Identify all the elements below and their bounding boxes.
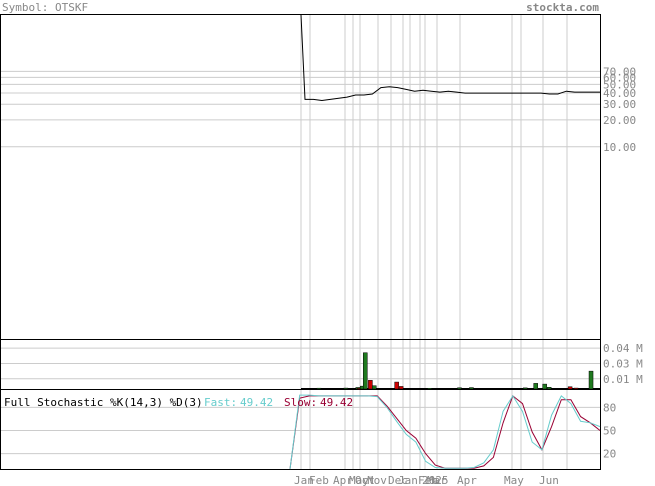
x-tick-label: Apr [333, 474, 353, 486]
volume-bar [343, 387, 349, 390]
slow-label: Slow: [284, 396, 317, 409]
volume-bar [394, 381, 399, 390]
volume-bars [301, 352, 600, 390]
x-tick-label: May [504, 474, 524, 486]
price-tick-label: 20.00 [603, 114, 636, 127]
fast-value: 49.42 [240, 396, 273, 409]
price-grid [1, 15, 600, 339]
stochastic-tick-label: 80 [603, 401, 616, 414]
volume-bar [398, 386, 404, 390]
price-tick-label: 40.00 [603, 87, 636, 100]
volume-bar [523, 387, 528, 390]
x-tick-label: Jun [539, 474, 559, 486]
volume-bar [372, 385, 377, 390]
stochastic-tick-label: 20 [603, 448, 616, 461]
x-tick-label: Feb [418, 474, 438, 486]
stochastic-tick-label: 50 [603, 425, 616, 438]
volume-tick-label: 0.04 M [603, 342, 643, 355]
x-tick-label: Dec [388, 474, 408, 486]
volume-grid [1, 340, 600, 389]
volume-bar [469, 387, 474, 390]
volume-bar [533, 383, 538, 390]
volume-bar [316, 387, 322, 390]
volume-axis-ticks: 0.04 M 0.03 M 0.01 M [603, 342, 643, 386]
volume-bar [567, 386, 573, 390]
price-tick-label: 70.00 [603, 65, 636, 78]
stochastic-axis-ticks: 80 50 20 [603, 401, 616, 460]
volume-bar [363, 352, 368, 390]
x-tick-label: Feb [309, 474, 329, 486]
volume-bar [427, 388, 432, 390]
x-tick-label: Mar [427, 474, 447, 486]
x-tick-label: Nov [367, 474, 387, 486]
volume-tick-label: 0.01 M [603, 373, 643, 386]
x-tick-label: Jan [294, 474, 314, 486]
x-tick-label: Apr [457, 474, 477, 486]
volume-bar [457, 387, 462, 390]
volume-tick-label: 0.03 M [603, 357, 643, 370]
symbol-label: Symbol: OTSKF [2, 1, 88, 14]
volume-bar [573, 387, 579, 390]
volume-bar [588, 370, 594, 390]
x-tick-label: Jan [398, 474, 418, 486]
price-tick-label: 30.00 [603, 98, 636, 111]
price-tick-label: 50.00 [603, 78, 636, 91]
x-tick-label: 2025 [422, 474, 449, 486]
price-tick-label: 10.00 [603, 141, 636, 154]
price-tick-label: 60.00 [603, 71, 636, 84]
stochastic-title: Full Stochastic %K(14,3) %D(3) [4, 396, 203, 409]
volume-bar [368, 380, 373, 390]
price-series-line [300, 14, 600, 102]
slow-value: 49.42 [320, 396, 353, 409]
x-tick-label: Oct [355, 474, 375, 486]
volume-bar [546, 387, 552, 390]
brand-link[interactable]: stockta.com [526, 1, 599, 14]
stochastic-fast-line [289, 394, 601, 470]
fast-label: Fast: [204, 396, 237, 409]
stochastic-panel-frame [0, 389, 601, 470]
volume-bar [542, 383, 547, 390]
x-tick-label: May [349, 474, 369, 486]
